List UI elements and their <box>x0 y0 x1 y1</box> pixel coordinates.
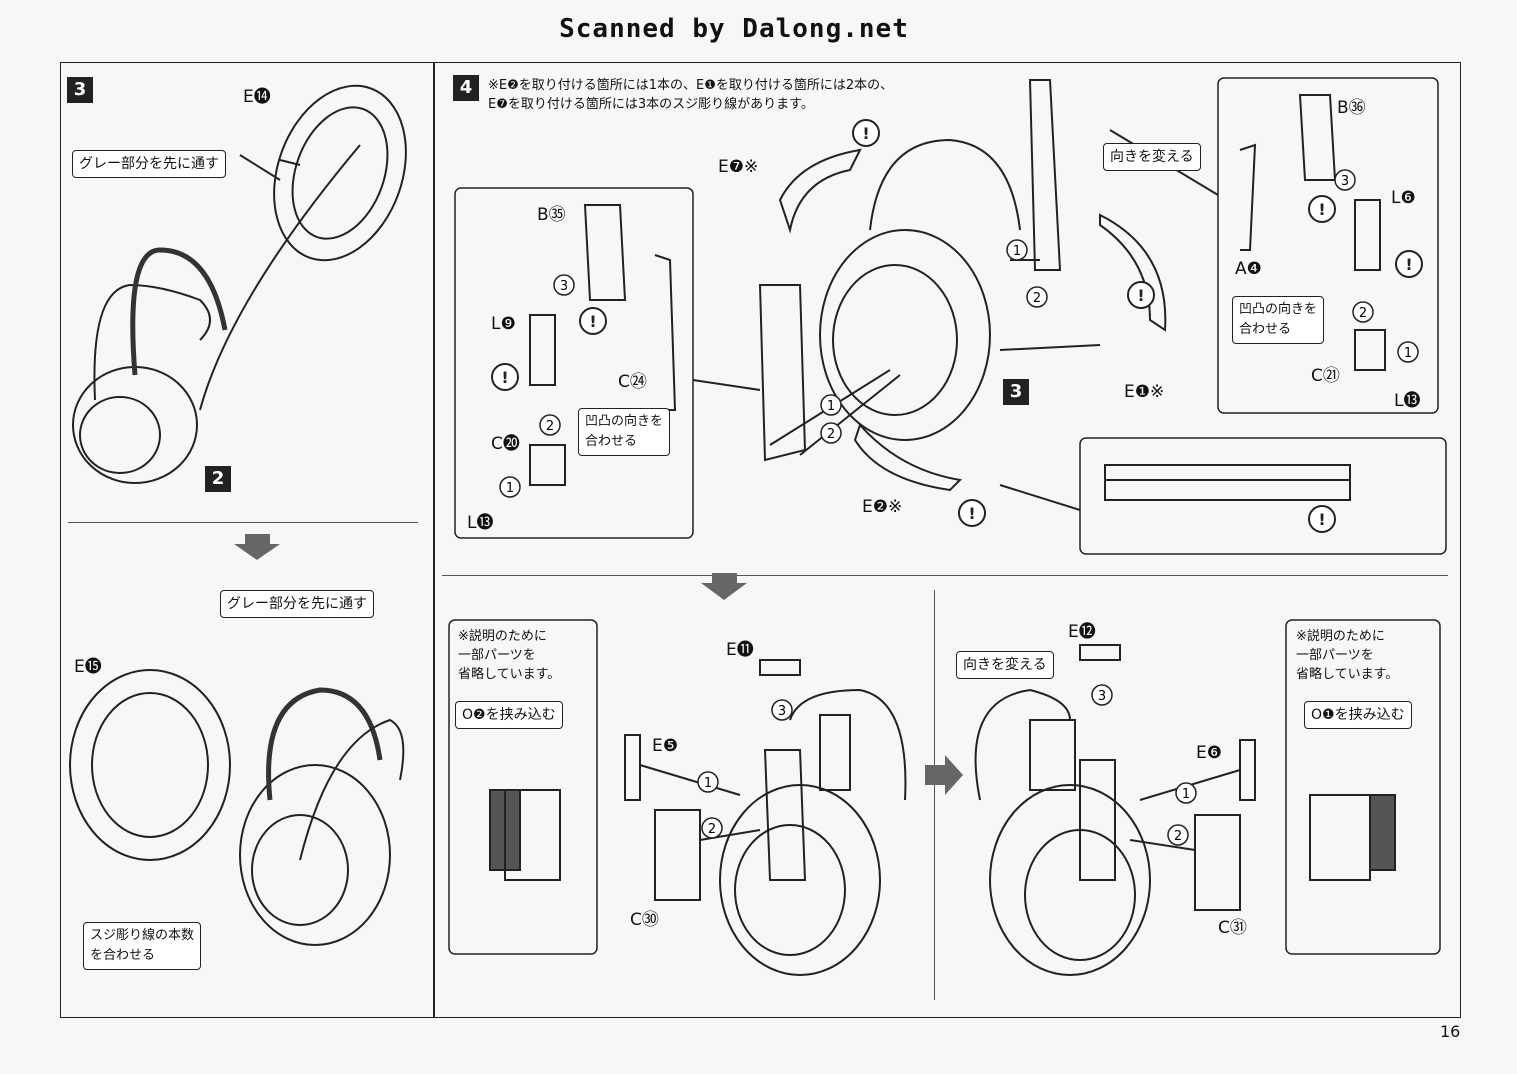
step-circle-number: 1 <box>1182 787 1190 802</box>
part-c31: C㉛ <box>1218 918 1247 938</box>
step3-frame <box>60 62 434 1018</box>
step-circle-number: 1 <box>1404 346 1412 361</box>
step4-divider <box>442 575 1448 576</box>
scan-header: Scanned by Dalong.net <box>559 14 909 44</box>
part-b35: B㉟ <box>537 205 566 225</box>
step-circle-number: 2 <box>546 419 554 434</box>
bottom-left-callout-clip: O❷を挟み込む <box>455 701 563 729</box>
part-e12: E⓬ <box>1068 622 1096 642</box>
bottom-divider <box>934 590 935 1000</box>
bottom-left-note: ※説明のために 一部パーツを 省略しています。 <box>458 629 561 682</box>
part-l6: L❻ <box>1391 188 1416 208</box>
svg-text:!: ! <box>968 504 975 523</box>
bottom-right-callout-clip: O❶を挟み込む <box>1304 701 1412 729</box>
step4-number: 4 <box>453 75 479 101</box>
svg-text:!: ! <box>589 312 596 331</box>
step3-callout-match-lines: スジ彫り線の本数 を合わせる <box>83 922 202 970</box>
svg-text:!: ! <box>1318 200 1325 219</box>
step-circle-number: 3 <box>560 279 568 294</box>
svg-text:!: ! <box>1405 255 1412 274</box>
step-circle-number: 2 <box>708 822 716 837</box>
step4-frame <box>434 62 1461 1018</box>
step4-callout-match-right: 凹凸の向きを 合わせる <box>1232 296 1325 344</box>
step4-note: ※E❷を取り付ける箇所には1本の、E❶を取り付ける箇所には2本の、 E❼を取り付… <box>488 78 894 112</box>
part-e6: E❻ <box>1196 743 1222 763</box>
part-b36: B㊱ <box>1337 98 1366 118</box>
part-a4: A❹ <box>1235 259 1262 279</box>
step-circle-number: 1 <box>506 481 514 496</box>
part-e1: E❶※ <box>1124 382 1165 402</box>
step-circle-number: 3 <box>1098 689 1106 704</box>
part-c20: C⓴ <box>491 434 520 454</box>
step-circle-number: 1 <box>704 776 712 791</box>
part-c21: C㉑ <box>1311 366 1340 386</box>
svg-text:!: ! <box>501 368 508 387</box>
step-circle-number: 1 <box>1013 244 1021 259</box>
part-l13-left: L⓭ <box>467 513 494 533</box>
bottom-right-note: ※説明のために 一部パーツを 省略しています。 <box>1296 629 1399 682</box>
step-circle-number: 2 <box>1174 829 1182 844</box>
step4-ref-step3: 3 <box>1003 379 1029 405</box>
part-l13-right: L⓭ <box>1394 391 1421 411</box>
part-e7: E❼※ <box>718 157 759 177</box>
part-e2: E❷※ <box>862 497 903 517</box>
step4-callout-match-left: 凹凸の向きを 合わせる <box>578 408 671 456</box>
bottom-right-callout-orient: 向きを変える <box>956 651 1054 679</box>
step4-callout-orient: 向きを変える <box>1103 143 1201 171</box>
svg-text:!: ! <box>1137 286 1144 305</box>
step-circle-number: 3 <box>1341 174 1349 189</box>
part-c24: C㉔ <box>618 372 647 392</box>
svg-text:!: ! <box>1318 510 1325 529</box>
step3-part-e14: E⓮ <box>243 87 271 107</box>
step-circle-number: 2 <box>1033 291 1041 306</box>
step-circle-number: 2 <box>827 427 835 442</box>
svg-text:!: ! <box>862 124 869 143</box>
step3-divider <box>68 522 418 523</box>
step3-part-e15: E⓯ <box>74 657 102 677</box>
part-c30: C㉚ <box>630 910 659 930</box>
part-e5: E❺ <box>652 736 678 756</box>
step3-callout-gray-first-2: グレー部分を先に通す <box>220 590 374 618</box>
step-circle-number: 2 <box>1359 306 1367 321</box>
step-circle-number: 1 <box>827 399 835 414</box>
step3-number: 3 <box>67 77 93 103</box>
part-e11: E⓫ <box>726 640 754 660</box>
page-number: 16 <box>1440 1022 1461 1041</box>
part-l9: L❾ <box>491 314 516 334</box>
step-circle-number: 3 <box>778 704 786 719</box>
step3-callout-gray-first: グレー部分を先に通す <box>72 150 226 178</box>
step3-sub-number: 2 <box>205 466 231 492</box>
